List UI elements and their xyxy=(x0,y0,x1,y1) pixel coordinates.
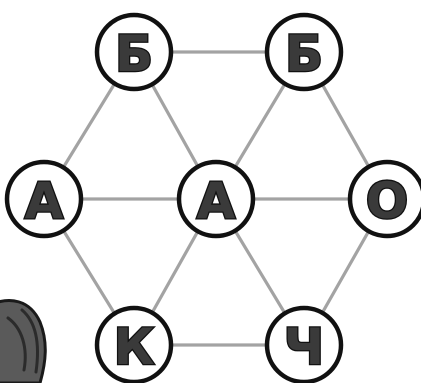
letter-node-bottom-right[interactable]: Ч xyxy=(264,305,344,383)
letter-node-letter: А xyxy=(25,172,64,230)
letter-node-circle xyxy=(264,305,344,383)
letter-node-letter: А xyxy=(197,172,236,230)
letter-node-circle xyxy=(94,12,174,92)
letter-node-bottom-left[interactable]: К xyxy=(94,305,174,383)
letter-node-center[interactable]: А xyxy=(176,159,256,239)
letter-node-letter: К xyxy=(114,318,155,376)
letter-node-letter: Б xyxy=(285,25,323,83)
letter-node-letter: О xyxy=(366,172,409,230)
letter-node-top-right[interactable]: Б xyxy=(264,12,344,92)
letter-node-letter: Ч xyxy=(284,318,324,376)
mascot-icon xyxy=(0,299,47,383)
letter-node-mid-left[interactable]: А xyxy=(4,159,84,239)
letter-node-top-left[interactable]: Б xyxy=(94,12,174,92)
letter-node-letter: Б xyxy=(115,25,153,83)
letter-node-circle xyxy=(347,159,421,239)
letter-node-circle xyxy=(264,12,344,92)
letter-nodes: Б Б А А О К Ч xyxy=(4,12,421,383)
letter-node-mid-right[interactable]: О xyxy=(347,159,421,239)
letter-node-circle xyxy=(4,159,84,239)
letter-node-circle xyxy=(176,159,256,239)
letter-node-circle xyxy=(94,305,174,383)
